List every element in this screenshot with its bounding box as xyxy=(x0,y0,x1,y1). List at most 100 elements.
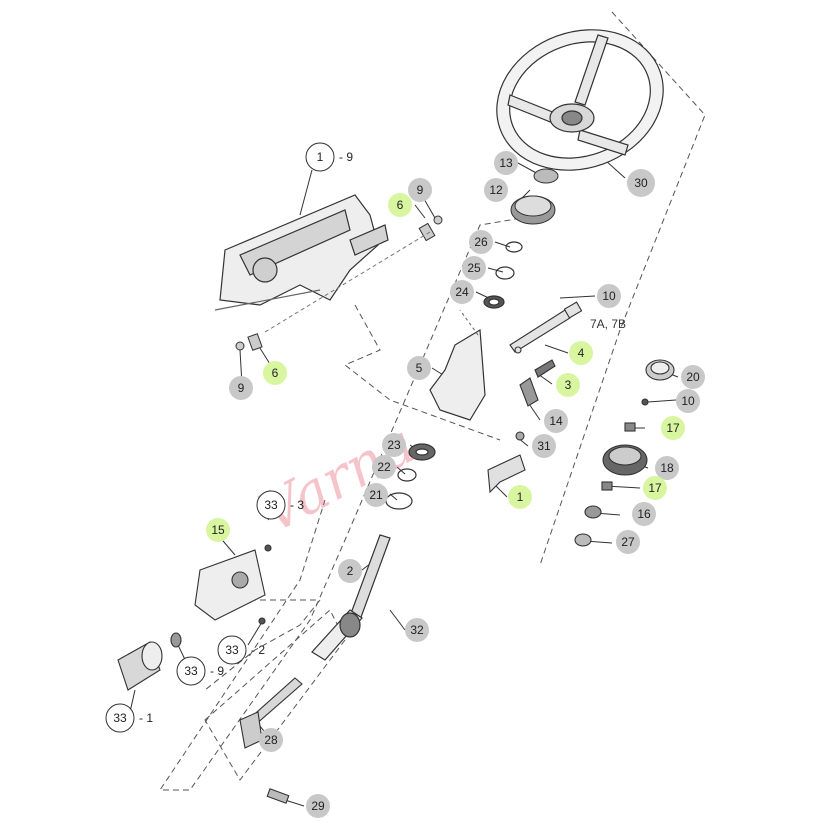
callout-label: 20 xyxy=(686,370,700,384)
callout-circle xyxy=(643,476,667,500)
callout-4: 4 xyxy=(569,341,593,365)
callout-circle xyxy=(306,794,330,818)
callout-circle xyxy=(484,178,508,202)
callout-label: 16 xyxy=(637,507,651,521)
callout-circle xyxy=(229,376,253,400)
callout-label: 18 xyxy=(660,461,674,475)
callout-circle xyxy=(259,728,283,752)
callout-label: 30 xyxy=(634,176,648,190)
callout-suffix: - 2 xyxy=(251,643,265,657)
callout-suffix: - 9 xyxy=(339,150,353,164)
right-stack xyxy=(574,359,675,547)
boundary-lower-column xyxy=(159,214,541,791)
callout-15: 15 xyxy=(206,518,230,542)
callout-label: 25 xyxy=(467,261,481,275)
callout-circle xyxy=(655,456,679,480)
callout-label: 33 xyxy=(184,664,198,678)
callout-20: 20 xyxy=(681,365,705,389)
callout-circle xyxy=(405,618,429,642)
callout-label: 1 xyxy=(517,490,524,504)
callout-18: 18 xyxy=(655,456,679,480)
callout-circle xyxy=(105,703,135,733)
boundary-left-frame xyxy=(200,599,322,691)
callout-label: 27 xyxy=(621,535,635,549)
callout-label: 28 xyxy=(264,733,278,747)
callout-label: 31 xyxy=(537,439,551,453)
callout-30: 30 xyxy=(627,169,655,197)
callout-circle xyxy=(676,389,700,413)
lower-bearings xyxy=(385,443,436,510)
lever-parts xyxy=(509,301,583,407)
callout-9b: 9 xyxy=(229,376,253,400)
callout-label: 33 xyxy=(225,643,239,657)
top-bearings xyxy=(510,168,559,225)
callout-label: 1 xyxy=(317,150,324,164)
callout-1-9: 1 - 9 xyxy=(305,142,353,172)
callout-33-1: 33- 1 xyxy=(105,703,153,733)
callout-label: 14 xyxy=(549,414,563,428)
callout-circle xyxy=(569,341,593,365)
callout-10a: 10 xyxy=(597,284,621,308)
callout-circle xyxy=(462,256,486,280)
callout-circle xyxy=(532,434,556,458)
callout-label: 33 xyxy=(113,711,127,725)
steering-shaft xyxy=(311,534,391,661)
callout-29: 29 xyxy=(306,794,330,818)
dashed-boundaries xyxy=(159,11,706,791)
callout-circle xyxy=(176,656,206,686)
callout-label: 10 xyxy=(602,289,616,303)
callout-label: 4 xyxy=(578,346,585,360)
callout-label: 17 xyxy=(666,421,680,435)
callout-circle xyxy=(469,230,493,254)
callout-6a: 6 xyxy=(388,193,412,217)
boundary-shaft xyxy=(204,609,346,781)
callout-16: 16 xyxy=(632,502,656,526)
callout-label: 13 xyxy=(499,156,513,170)
callout-label: 29 xyxy=(311,799,325,813)
callout-17a: 17 xyxy=(661,416,685,440)
callout-circle xyxy=(217,635,247,665)
callout-10b: 10 xyxy=(676,389,700,413)
callout-33-3: 33- 3 xyxy=(256,490,304,520)
callout-circle xyxy=(544,409,568,433)
callout-31: 31 xyxy=(532,434,556,458)
callout-label: 3 xyxy=(565,378,572,392)
callout-14: 14 xyxy=(544,409,568,433)
boundary-bracket xyxy=(344,304,501,441)
callout-circle xyxy=(206,518,230,542)
callout-label: 9 xyxy=(238,381,245,395)
callout-circle xyxy=(508,485,532,509)
callout-32: 32 xyxy=(405,618,429,642)
tilt-bracket xyxy=(487,431,526,494)
callout-28: 28 xyxy=(259,728,283,752)
lower-shaft xyxy=(239,677,303,804)
callout-13: 13 xyxy=(494,151,518,175)
watermark: Varna xyxy=(250,412,426,547)
callout-1: 1 xyxy=(508,485,532,509)
callout-label: 26 xyxy=(474,235,488,249)
callout-circle xyxy=(382,433,406,457)
callout-label: 23 xyxy=(387,438,401,452)
callout-circle xyxy=(372,455,396,479)
callout-label: 5 xyxy=(416,361,423,375)
ref-label: 7A, 7B xyxy=(590,317,626,331)
callout-circle xyxy=(338,559,362,583)
callout-circle xyxy=(263,361,287,385)
column-frame xyxy=(214,194,389,311)
callout-circle xyxy=(305,142,335,172)
callout-circle xyxy=(681,365,705,389)
callout-21: 21 xyxy=(364,483,388,507)
callout-27: 27 xyxy=(616,530,640,554)
callout-label: 22 xyxy=(377,460,391,474)
callout-circle xyxy=(407,356,431,380)
callout-17b: 17 xyxy=(643,476,667,500)
callout-23: 23 xyxy=(382,433,406,457)
callout-2: 2 xyxy=(338,559,362,583)
callout-label: 2 xyxy=(347,564,354,578)
callout-circle xyxy=(632,502,656,526)
motor xyxy=(117,632,182,691)
callout-5: 5 xyxy=(407,356,431,380)
callout-circle xyxy=(616,530,640,554)
